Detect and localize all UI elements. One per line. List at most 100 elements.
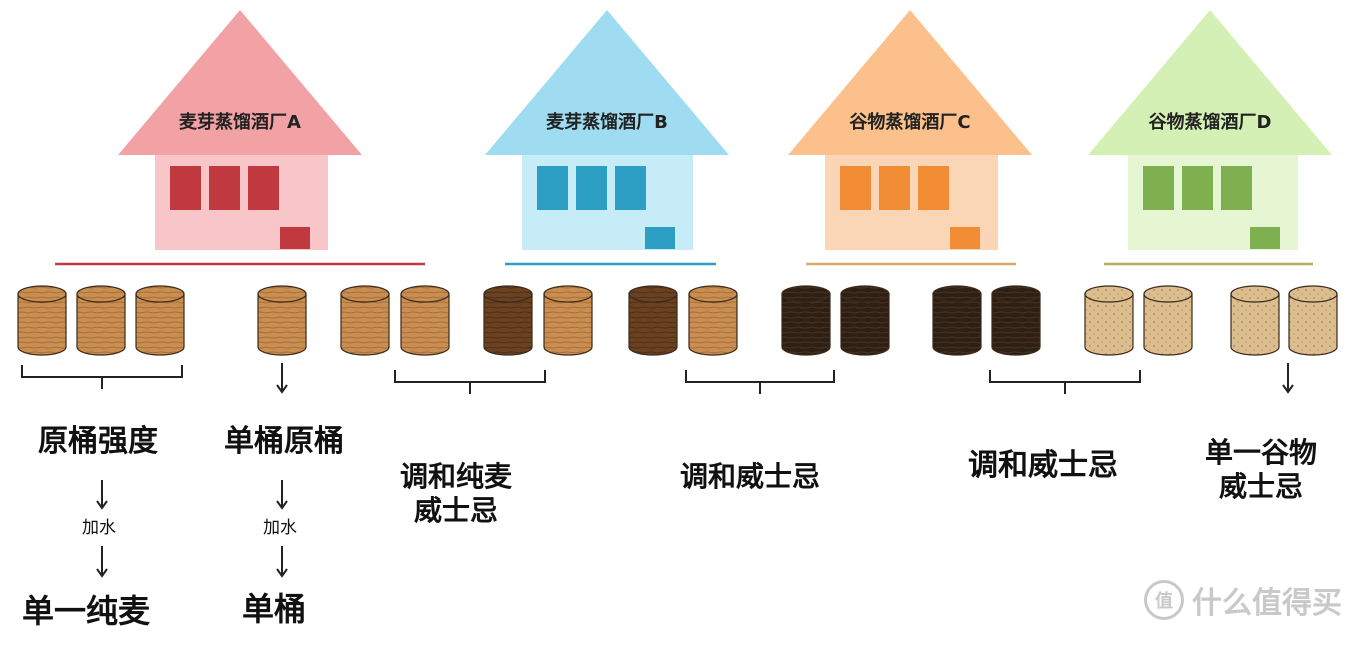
down-arrow-icon bbox=[96, 546, 108, 578]
group-brace bbox=[989, 370, 1141, 394]
barrel bbox=[991, 285, 1041, 356]
house-label: 麦芽蒸馏酒厂A bbox=[179, 111, 301, 133]
house-window bbox=[170, 166, 201, 210]
down-arrow-icon bbox=[1282, 363, 1294, 394]
barrel-top bbox=[932, 285, 982, 303]
barrel-body bbox=[76, 293, 126, 356]
group-brace bbox=[685, 370, 835, 394]
house-window bbox=[209, 166, 240, 210]
house-3: 谷物蒸馏酒厂C bbox=[788, 10, 1032, 250]
barrel-body bbox=[840, 293, 890, 356]
barrel-top bbox=[1230, 285, 1280, 303]
house-roof bbox=[788, 10, 1032, 155]
watermark-text: 什么值得买 bbox=[1192, 586, 1342, 621]
barrel bbox=[932, 285, 982, 356]
label-single-cask: 单桶 bbox=[242, 590, 307, 628]
barrel-body bbox=[257, 293, 307, 356]
barrel-top bbox=[781, 285, 831, 303]
label-blended-whisky-2: 调和威士忌 bbox=[968, 448, 1118, 483]
label-blended-malt-line1: 调和纯麦 bbox=[400, 460, 513, 493]
barrel bbox=[1084, 285, 1134, 356]
group-brace bbox=[21, 365, 183, 389]
label-single-grain-line2: 威士忌 bbox=[1219, 469, 1304, 503]
barrel-body bbox=[17, 293, 67, 356]
barrel-top bbox=[1288, 285, 1338, 303]
barrel-body bbox=[932, 293, 982, 356]
barrel bbox=[1143, 285, 1193, 356]
barrel bbox=[688, 285, 738, 356]
house-label: 麦芽蒸馏酒厂B bbox=[546, 111, 668, 133]
barrel-top bbox=[1084, 285, 1134, 303]
house-1: 麦芽蒸馏酒厂A bbox=[118, 10, 362, 250]
barrel-body bbox=[543, 293, 593, 356]
label-add-water-1: 加水 bbox=[82, 518, 116, 538]
barrel-body bbox=[400, 293, 450, 356]
barrel bbox=[257, 285, 307, 356]
house-window bbox=[840, 166, 871, 210]
house-door bbox=[950, 227, 980, 249]
barrel-top bbox=[76, 285, 126, 303]
barrel-top bbox=[688, 285, 738, 303]
barrel bbox=[1288, 285, 1338, 356]
barrel-body bbox=[991, 293, 1041, 356]
barrel bbox=[76, 285, 126, 356]
barrel bbox=[400, 285, 450, 356]
house-roof bbox=[1088, 10, 1332, 155]
barrel-body bbox=[1084, 293, 1134, 356]
group-brace bbox=[394, 370, 546, 394]
label-single-grain: 单一谷物 威士忌 bbox=[1205, 436, 1317, 503]
barrel bbox=[1230, 285, 1280, 356]
barrel-body bbox=[628, 293, 678, 356]
watermark: 值 什么值得买 bbox=[1144, 578, 1342, 622]
barrel-top bbox=[17, 285, 67, 303]
house-label: 谷物蒸馏酒厂C bbox=[849, 111, 970, 133]
barrel-body bbox=[1288, 293, 1338, 356]
down-arrow-icon bbox=[276, 546, 288, 578]
house-4: 谷物蒸馏酒厂D bbox=[1088, 10, 1332, 250]
barrel-top bbox=[340, 285, 390, 303]
barrel bbox=[781, 285, 831, 356]
down-arrow-icon bbox=[96, 480, 108, 510]
barrel-top bbox=[543, 285, 593, 303]
barrel-top bbox=[840, 285, 890, 303]
barrel-body bbox=[135, 293, 185, 356]
house-window bbox=[918, 166, 949, 210]
house-window bbox=[1143, 166, 1174, 210]
house-roof bbox=[118, 10, 362, 155]
house-door bbox=[645, 227, 675, 249]
barrel bbox=[483, 285, 533, 356]
house-window bbox=[248, 166, 279, 210]
barrel bbox=[17, 285, 67, 356]
barrel bbox=[543, 285, 593, 356]
watermark-badge-icon: 值 bbox=[1144, 580, 1184, 620]
barrel-body bbox=[688, 293, 738, 356]
house-door bbox=[280, 227, 310, 249]
house-label: 谷物蒸馏酒厂D bbox=[1149, 111, 1272, 133]
house-roof bbox=[485, 10, 729, 155]
house-window bbox=[576, 166, 607, 210]
house-window bbox=[615, 166, 646, 210]
barrel-top bbox=[400, 285, 450, 303]
label-single-malt: 单一纯麦 bbox=[22, 592, 151, 630]
house-window bbox=[1221, 166, 1252, 210]
barrel bbox=[135, 285, 185, 356]
house-door bbox=[1250, 227, 1280, 249]
barrel-body bbox=[340, 293, 390, 356]
barrel-top bbox=[483, 285, 533, 303]
down-arrow-icon bbox=[276, 363, 288, 394]
barrel bbox=[628, 285, 678, 356]
barrel-top bbox=[991, 285, 1041, 303]
label-blended-whisky-1: 调和威士忌 bbox=[680, 460, 821, 493]
label-add-water-2: 加水 bbox=[263, 518, 297, 538]
label-blended-malt-line2: 威士忌 bbox=[414, 493, 499, 527]
house-window bbox=[879, 166, 910, 210]
house-window bbox=[1182, 166, 1213, 210]
house-2: 麦芽蒸馏酒厂B bbox=[485, 10, 729, 250]
down-arrow-icon bbox=[276, 480, 288, 510]
barrel-top bbox=[257, 285, 307, 303]
barrel-body bbox=[483, 293, 533, 356]
barrel-top bbox=[135, 285, 185, 303]
label-single-cask-full: 单桶原桶 bbox=[224, 424, 344, 459]
barrel bbox=[340, 285, 390, 356]
